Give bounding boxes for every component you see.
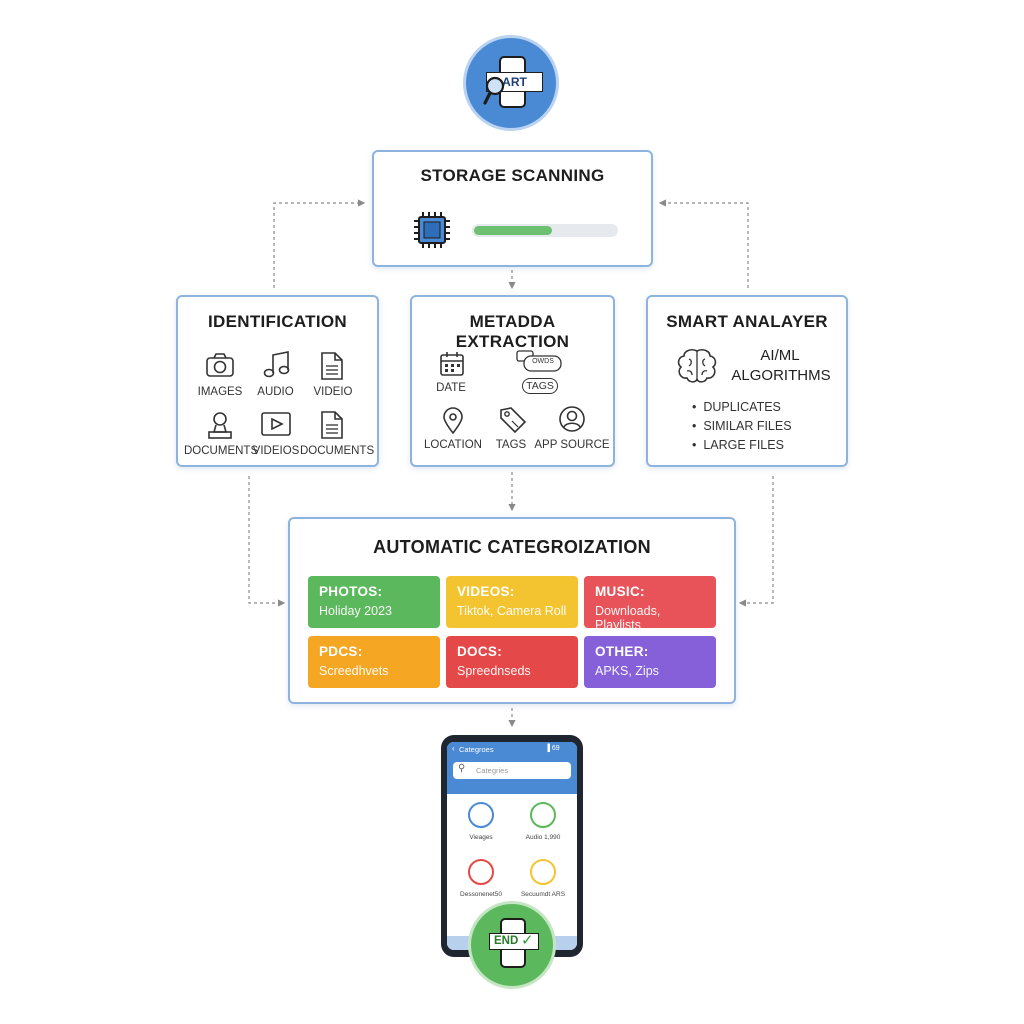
magnifier-icon [483, 76, 507, 106]
tile-name: MUSIC: [595, 584, 645, 599]
meta-chip-small-text: OWDS [532, 358, 554, 365]
phone-header: ‹ Categroes ▐ 69 ⚲ Categries [447, 742, 577, 794]
tile-detail: Tiktok, Camera Roll [457, 604, 567, 618]
category-tile-videos[interactable]: VIDEOS: Tiktok, Camera Roll [446, 576, 578, 628]
meta-label-app-source: APP SOURCE [534, 439, 610, 451]
play-video-icon [260, 410, 292, 443]
document-icon [319, 351, 345, 386]
meta-tags-chip [522, 378, 558, 394]
checkmark-icon: ✓ [521, 932, 534, 949]
phone-search-bar[interactable]: ⚲ Categries [453, 762, 571, 779]
tile-name: PHOTOS: [319, 584, 383, 599]
ident-label-audio: AUDIO [257, 386, 294, 398]
search-icon: ⚲ [458, 763, 466, 774]
start-badge: ART [463, 35, 559, 131]
tile-detail: APKS, Zips [595, 664, 659, 678]
tile-detail: Screedhvets [319, 664, 389, 678]
phone-item-images[interactable]: Vieages [451, 802, 511, 852]
phone-header-title: Categroes [459, 745, 494, 754]
ident-label-documents-2: DOCUMENTS [300, 445, 375, 457]
storage-scanning-box: STORAGE SCANNING [372, 150, 653, 267]
scan-progress-fill [474, 226, 552, 235]
document-lines-icon [319, 410, 345, 445]
category-tile-music[interactable]: MUSIC: Downloads, Playlists [584, 576, 716, 632]
images-circle-icon [468, 802, 494, 828]
tile-detail: Downloads, Playlists [595, 604, 661, 632]
analyzer-bullet: SIMILAR FILES [703, 419, 792, 433]
meta-label-tags-1: TAGS [526, 380, 554, 392]
chip-icon [412, 210, 452, 250]
metadata-extraction-title: METADDA EXTRACTION [455, 312, 570, 351]
phone-item-audio[interactable]: Audio 1,990 [513, 802, 573, 852]
brain-icon [675, 347, 719, 390]
analyzer-bullet-row: • SIMILAR FILES [692, 419, 792, 433]
location-pin-icon [442, 407, 464, 440]
phone-item-secondary[interactable]: Secuumdt ARS [513, 859, 573, 909]
line-right-loop [658, 199, 749, 288]
tile-detail: Holiday 2023 [319, 604, 392, 618]
analyzer-bullet-row: • DUPLICATES [692, 400, 781, 414]
analyzer-bullet-list: • DUPLICATES • SIMILAR FILES • LARGE FIL… [692, 400, 792, 457]
phone-status: ▐ 69 [545, 745, 560, 752]
phone-search-placeholder: Categries [476, 766, 509, 775]
smart-analyzer-title: SMART ANALAYER [666, 312, 828, 331]
user-stamp-icon [206, 410, 234, 445]
analyzer-bullet-row: • LARGE FILES [692, 438, 784, 452]
ident-label-video: VIDEIO [313, 386, 353, 398]
tile-name: PDCS: [319, 644, 363, 659]
phone-item-label: Audio 1,990 [525, 834, 561, 841]
secondary-circle-icon [530, 859, 556, 885]
tags-chip-icon [516, 349, 562, 373]
metadata-extraction-box: METADDA EXTRACTION DATE OWDS TAGS LOCATI… [410, 295, 615, 467]
category-tile-pdcs[interactable]: PDCS: Screedhvets [308, 636, 440, 688]
tile-name: VIDEOS: [457, 584, 515, 599]
phone-item-label: Vieages [469, 834, 493, 841]
camera-icon [205, 352, 235, 383]
analyzer-heading-2: ALGORITHMS [731, 367, 831, 384]
meta-label-date: DATE [436, 382, 466, 394]
categorization-box: AUTOMATIC CATEGROIZATION PHOTOS: Holiday… [288, 517, 736, 704]
category-tile-photos[interactable]: PHOTOS: Holiday 2023 [308, 576, 440, 628]
tile-name: OTHER: [595, 644, 649, 659]
line-left-loop [273, 199, 366, 288]
analyzer-bullet: LARGE FILES [703, 438, 784, 452]
analyzer-heading-1: AI/ML [760, 347, 800, 364]
user-avatar-icon [558, 405, 586, 438]
phone-item-label: Secuumdt ARS [520, 891, 566, 898]
music-note-icon [262, 350, 292, 385]
tile-name: DOCS: [457, 644, 502, 659]
back-icon[interactable]: ‹ [452, 744, 455, 753]
ident-label-images: IMAGES [197, 386, 243, 398]
tile-detail: Spreednseds [457, 664, 531, 678]
end-badge: END ✓ [468, 901, 556, 989]
identification-title: IDENTIFICATION [208, 312, 347, 331]
analyzer-bullet: DUPLICATES [703, 400, 781, 414]
audio-circle-icon [530, 802, 556, 828]
line-analyzer-categorization [738, 476, 774, 607]
line-ident-categorization [248, 476, 286, 607]
ident-label-documents-1: DOCUMENTS [184, 445, 259, 457]
storage-scanning-title: STORAGE SCANNING [420, 166, 605, 185]
meta-label-tags-2: TAGS [495, 439, 527, 451]
smart-analyzer-box: SMART ANALAYER AI/ML ALGORITHMS • DUPLIC… [646, 295, 848, 467]
categorization-title: AUTOMATIC CATEGROIZATION [373, 537, 651, 557]
phone-item-documents[interactable]: Dessonenet50 [451, 859, 511, 909]
ident-label-videos: VIDEIOS [252, 445, 300, 457]
tag-icon [498, 405, 528, 440]
category-tile-other[interactable]: OTHER: APKS, Zips [584, 636, 716, 688]
meta-label-location: LOCATION [424, 439, 482, 451]
calendar-icon [439, 351, 465, 382]
scan-progress-track [472, 224, 618, 237]
phone-item-label: Dessonenet50 [460, 891, 502, 898]
end-label-box: END ✓ [489, 932, 539, 950]
category-tile-docs[interactable]: DOCS: Spreednseds [446, 636, 578, 688]
identification-box: IDENTIFICATION IMAGES AUDIO VIDEIO DOCUM… [176, 295, 379, 467]
end-label: END [494, 935, 519, 947]
documents-circle-icon [468, 859, 494, 885]
